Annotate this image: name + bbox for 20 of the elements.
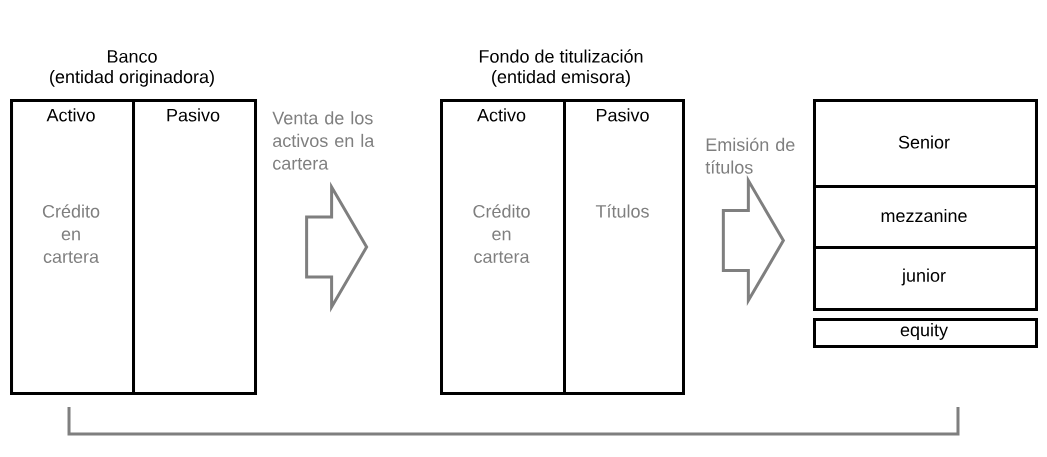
- column-heading: Pasivo: [167, 108, 220, 122]
- column-entry: Crédito en cartera: [473, 204, 530, 263]
- column-heading: Pasivo: [596, 108, 649, 122]
- tranche-label: mezzanine: [881, 208, 967, 223]
- heading-text: Fondo de titulización: [479, 49, 643, 63]
- tranche-label: junior: [901, 268, 946, 286]
- column-entry: Títulos: [595, 204, 649, 218]
- heading-text: (entidad originadora): [50, 69, 214, 87]
- block-arrow: [305, 181, 369, 313]
- column-heading: Activo: [46, 108, 95, 122]
- tranche-label: Senior: [898, 135, 950, 149]
- heading-text: Banco: [108, 50, 157, 63]
- connecting-line: [67, 407, 960, 436]
- edge-label: Venta de los activos en la cartera: [272, 111, 375, 170]
- column-entry: Crédito en cartera: [42, 204, 100, 263]
- edge-label: Emisión de títulos: [705, 137, 795, 174]
- column-heading: Activo: [477, 108, 526, 122]
- heading-text: (entidad emisora): [492, 69, 630, 87]
- tranche-label: equity: [900, 323, 948, 340]
- block-arrow: [721, 175, 786, 307]
